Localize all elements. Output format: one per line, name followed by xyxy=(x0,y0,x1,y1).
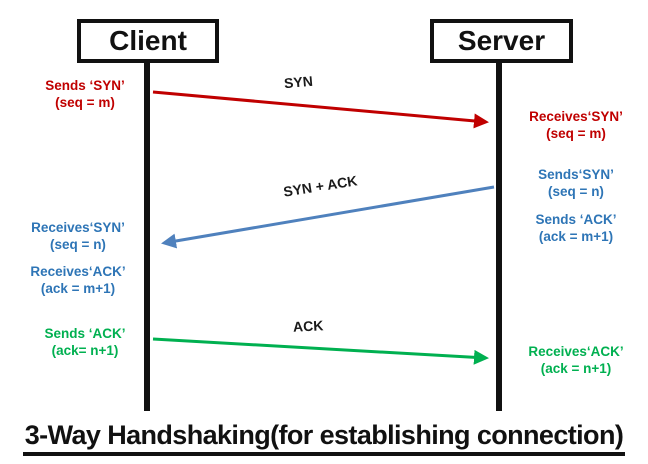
client-actor-label: Client xyxy=(109,25,187,56)
annotation-line: (ack = m+1) xyxy=(538,229,614,244)
annotation-line: (seq = m) xyxy=(546,126,606,141)
annotation-line: (ack = n+1) xyxy=(540,361,612,376)
annotation-line: (seq = n) xyxy=(548,184,604,199)
annotation-line: (seq = n) xyxy=(50,237,106,252)
annotation-line: Sends ‘SYN’ xyxy=(45,78,125,93)
server-recv-syn-annotation: Receives‘SYN’ (seq = m) xyxy=(514,108,638,142)
annotation-line: (ack = m+1) xyxy=(40,281,116,296)
annotation-line: Sends ‘ACK’ xyxy=(535,212,617,227)
client-recv-ack-annotation: Receives‘ACK’ (ack = m+1) xyxy=(16,263,140,297)
server-actor-box: Server xyxy=(430,19,573,63)
diagram-title: 3-Way Handshaking(for establishing conne… xyxy=(0,420,648,457)
annotation-line: Receives‘SYN’ xyxy=(529,109,623,124)
syn-message-label: SYN xyxy=(283,72,314,92)
diagram-title-text: 3-Way Handshaking(for establishing conne… xyxy=(22,420,626,457)
server-send-syn-annotation: Sends‘SYN’ (seq = n) xyxy=(514,166,638,200)
annotation-line: Receives‘ACK’ xyxy=(30,264,126,279)
annotation-line: Sends ‘ACK’ xyxy=(44,326,126,341)
server-recv-ack-annotation: Receives‘ACK’ (ack = n+1) xyxy=(514,343,638,377)
annotation-line: Receives‘ACK’ xyxy=(528,344,624,359)
client-recv-syn-annotation: Receives‘SYN’ (seq = n) xyxy=(16,219,140,253)
client-send-ack-annotation: Sends ‘ACK’ (ack= n+1) xyxy=(23,325,147,359)
ack-message-label: ACK xyxy=(292,317,324,335)
server-actor-label: Server xyxy=(457,25,546,56)
annotation-line: (seq = m) xyxy=(55,95,115,110)
client-actor-box: Client xyxy=(77,19,219,63)
annotation-line: Receives‘SYN’ xyxy=(31,220,125,235)
annotation-line: (ack= n+1) xyxy=(51,343,119,358)
client-send-syn-annotation: Sends ‘SYN’ (seq = m) xyxy=(23,77,147,111)
annotation-line: Sends‘SYN’ xyxy=(538,167,614,182)
syn-ack-arrow xyxy=(161,185,495,249)
syn-arrow xyxy=(152,90,489,129)
ack-arrow xyxy=(152,337,489,365)
server-send-ack-annotation: Sends ‘ACK’ (ack = m+1) xyxy=(514,211,638,245)
